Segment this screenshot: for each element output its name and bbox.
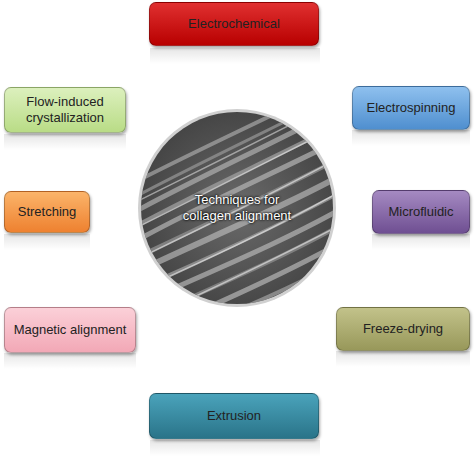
method-label: Magnetic alignment [14, 322, 127, 338]
text-stack: Electrochemical [188, 16, 280, 32]
method-label: Extrusion [207, 408, 261, 424]
method-box: Electrospinning [352, 86, 470, 130]
method-label: Flow-induced crystallization [13, 94, 117, 125]
method-box: Electrochemical [149, 2, 319, 46]
text-stack: Microfluidic [388, 204, 453, 220]
method-label: Freeze-drying [363, 321, 443, 337]
text-stack: Freeze-drying [363, 321, 443, 337]
center-circle: Techniques for collagen alignment [141, 112, 333, 304]
method-label: Microfluidic [388, 204, 453, 220]
text-stack: Stretching [18, 204, 77, 220]
reflection [4, 353, 136, 369]
center-title: Techniques for collagen alignment [171, 192, 303, 223]
reflection [372, 234, 470, 250]
method-box: Magnetic alignment [4, 307, 136, 353]
reflection [4, 134, 126, 150]
method-label: Electrochemical [188, 16, 280, 32]
text-stack: Flow-induced crystallization [13, 94, 117, 125]
method-box: Extrusion [149, 393, 319, 439]
reflection [352, 130, 470, 146]
text-stack: Techniques for collagen alignment [171, 192, 303, 223]
text-stack: Extrusion [207, 408, 261, 424]
collagen-micrograph [120, 72, 360, 360]
method-box: Stretching [4, 191, 90, 233]
text-stack: Magnetic alignment [14, 322, 127, 338]
reflection [150, 48, 320, 64]
text-stack: Electrospinning [367, 100, 456, 116]
reflection [336, 351, 470, 367]
method-label: Stretching [18, 204, 77, 220]
reflection [150, 440, 320, 456]
method-box: Freeze-drying [336, 307, 470, 351]
method-box: Microfluidic [372, 190, 470, 234]
method-box: Flow-induced crystallization [4, 87, 126, 133]
reflection [4, 234, 90, 250]
method-label: Electrospinning [367, 100, 456, 116]
